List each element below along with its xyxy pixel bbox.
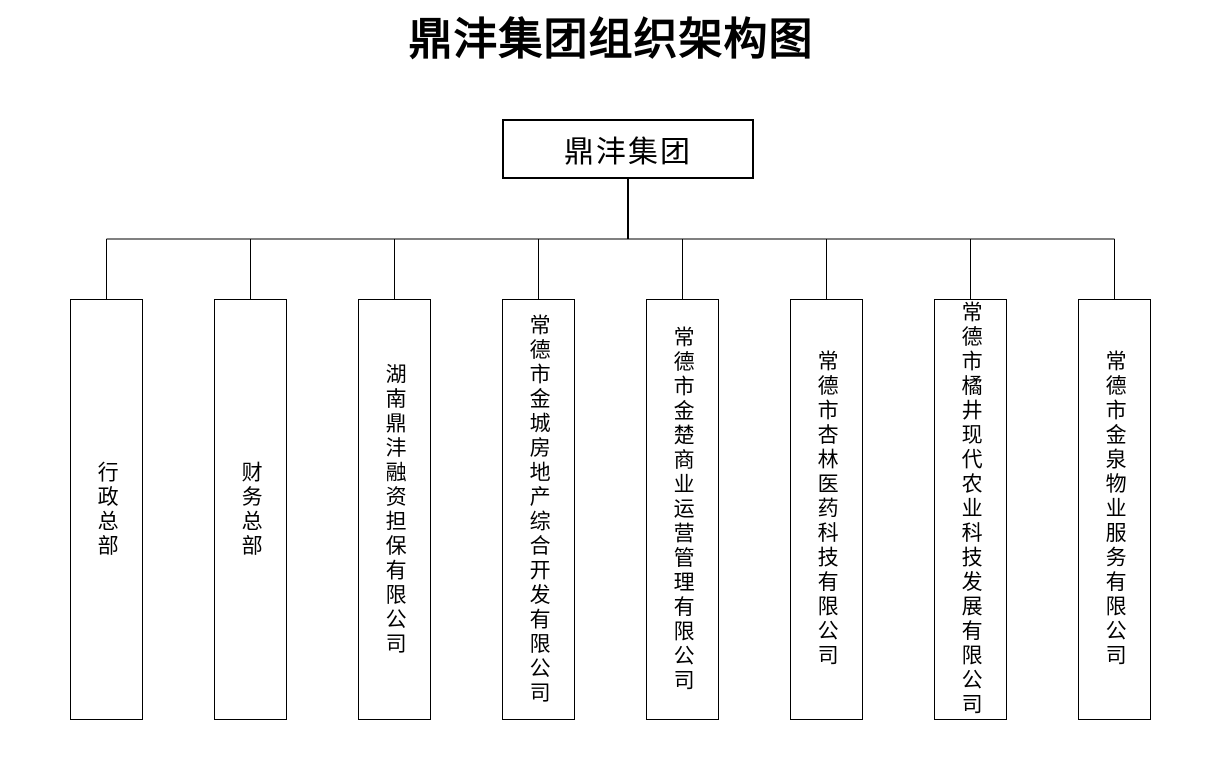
org-node-label: 常德市金城房地产综合开发有限公司 (527, 313, 552, 706)
chart-title: 鼎沣集团组织架构图 (408, 15, 814, 64)
root-node-label: 鼎沣集团 (564, 136, 692, 169)
org-node: 常德市橘井现代农业科技发展有限公司 (934, 299, 1007, 720)
org-node: 常德市金楚商业运营管理有限公司 (646, 299, 719, 720)
org-node-label: 常德市杏林医药科技有限公司 (815, 350, 840, 669)
org-node-label: 常德市橘井现代农业科技发展有限公司 (959, 301, 984, 718)
org-node: 常德市金城房地产综合开发有限公司 (502, 299, 575, 720)
org-node-label: 行政总部 (95, 460, 120, 559)
org-node: 财务总部 (214, 299, 287, 720)
children-row: 行政总部 财务总部 湖南鼎沣融资担保有限公司 常德市金城房地产综合开发有限公司 … (70, 299, 1151, 720)
org-node-label: 常德市金楚商业运营管理有限公司 (671, 325, 696, 694)
org-node: 湖南鼎沣融资担保有限公司 (358, 299, 431, 720)
root-node: 鼎沣集团 (502, 119, 754, 179)
org-node-label: 常德市金泉物业服务有限公司 (1103, 350, 1128, 669)
org-node: 行政总部 (70, 299, 143, 720)
org-node-label: 湖南鼎沣融资担保有限公司 (383, 362, 408, 657)
org-node: 常德市杏林医药科技有限公司 (790, 299, 863, 720)
org-node-label: 财务总部 (239, 460, 264, 559)
org-node: 常德市金泉物业服务有限公司 (1078, 299, 1151, 720)
